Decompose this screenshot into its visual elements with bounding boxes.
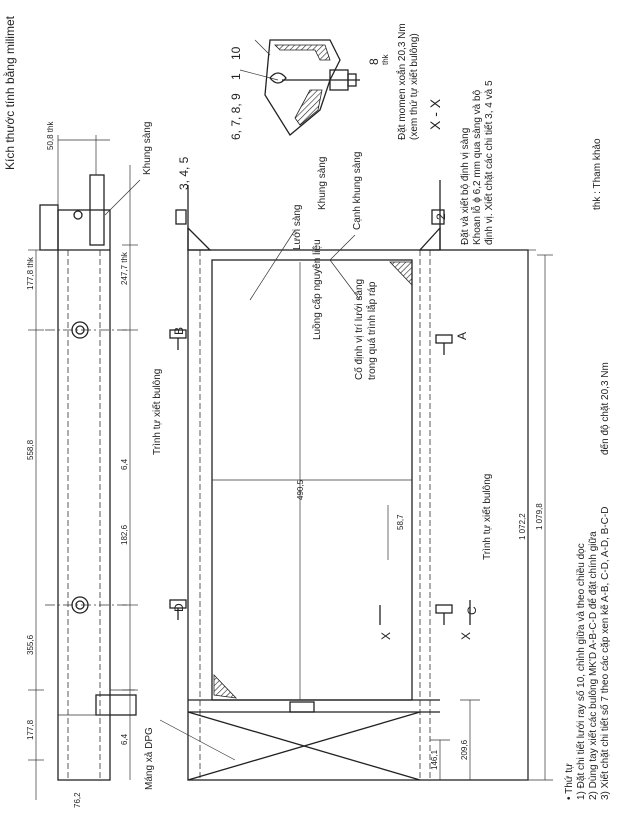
label-luong-cap: Luồng cấp nguyên liệu xyxy=(311,239,323,340)
section-title-xx: X - X xyxy=(427,98,443,130)
label-345: 3, 4, 5 xyxy=(177,156,191,190)
assembly-notes: • Thứ tự 1) Đặt chi tiết lưới ray số 10,… xyxy=(564,362,611,800)
label-D: D xyxy=(172,603,186,612)
label-canh-khung-sang: Cạnh khung sàng xyxy=(352,152,363,230)
label-luoi-sang: Lưới sàng xyxy=(292,205,303,251)
dim-490-5: 490,5 xyxy=(296,479,305,500)
dim-1072-2: 1 072,2 xyxy=(518,513,527,540)
detail-note-3: định vị. Xiết chặt các chi tiết 3, 4 và … xyxy=(483,80,495,245)
detail-label-thk: thk xyxy=(381,53,390,65)
detail-label-8: 8 xyxy=(367,58,381,65)
detail-label-6789: 6, 7, 8, 9 xyxy=(229,93,243,140)
main-plan-view xyxy=(169,180,529,781)
label-khung-sang-top: Khung sàng xyxy=(142,122,153,175)
label-mang-xa: Máng xả DPG xyxy=(144,727,155,790)
dim-247-7-thk: 247,7 thk xyxy=(120,251,129,285)
detail-note-2: Khoan lỗ ϕ 6,2 mm qua sàng và bộ xyxy=(470,89,483,245)
notes-title: • Thứ tự xyxy=(564,763,575,800)
dim-209-6: 209,6 xyxy=(460,739,469,760)
dim-6-4-b: 6,4 xyxy=(120,733,129,745)
notes-step-2: 2) Dùng tay xiết các bulông MK'D A-B-C-D… xyxy=(587,531,599,800)
notes-step-1: 1) Đặt chi tiết lưới ray số 10, chỉnh gi… xyxy=(575,543,587,800)
detail-torque-1: Đặt momen xoắn 20,3 Nm xyxy=(395,23,408,140)
dim-182-6: 182,6 xyxy=(120,524,129,545)
notes-step-3: 3) Xiết chặt chi tiết số 7 theo các cặp … xyxy=(599,507,611,800)
dim-177-8: 177,8 xyxy=(26,719,35,740)
dim-558-8: 558,8 xyxy=(26,439,35,460)
label-khung-sang-mid: Khung sàng xyxy=(317,157,328,210)
side-view xyxy=(28,135,138,800)
dim-1079-8: 1 079,8 xyxy=(535,503,544,530)
label-co-dinh-1: Cố định vị trí lưới sàng xyxy=(353,279,365,380)
dim-76-2: 76,2 xyxy=(73,792,82,808)
dim-177-8-thk: 177,8 thk xyxy=(26,256,35,290)
label-C: C xyxy=(465,606,479,615)
detail-label-10: 10 xyxy=(229,46,243,60)
main-dimensions xyxy=(299,249,553,781)
legend-tham-khao: thk : Tham khảo xyxy=(592,138,603,210)
label-A: A xyxy=(455,332,469,340)
label-section-x2: X xyxy=(459,632,473,640)
drawing-title: Kích thước tính bằng milimet xyxy=(2,15,17,170)
label-section-x1: X xyxy=(379,632,393,640)
dim-146-1: 146,1 xyxy=(430,749,439,770)
label-trinh-tu-2: Trình tự xiết bulông xyxy=(481,474,493,560)
notes-step-3b: đến độ chặt 20,3 Nm xyxy=(599,362,611,455)
dim-58-7: 58,7 xyxy=(396,514,405,530)
detail-label-1: 1 xyxy=(229,73,243,80)
label-co-dinh-2: trong quá trình lắp ráp xyxy=(365,281,378,380)
label-2: 2 xyxy=(434,213,448,220)
section-detail xyxy=(239,39,360,136)
dim-6-4-a: 6,4 xyxy=(120,458,129,470)
label-B: B xyxy=(172,327,186,335)
label-trinh-tu-1: Trình tự xiết bulông xyxy=(151,369,163,455)
detail-torque-2: (xem thứ tự xiết bulông) xyxy=(408,33,420,140)
detail-note-1: Đặt và xiết bộ định vị sàng xyxy=(459,128,471,245)
dim-355-6: 355,6 xyxy=(26,634,35,655)
dim-50-8: 50,8 thk xyxy=(46,121,55,150)
